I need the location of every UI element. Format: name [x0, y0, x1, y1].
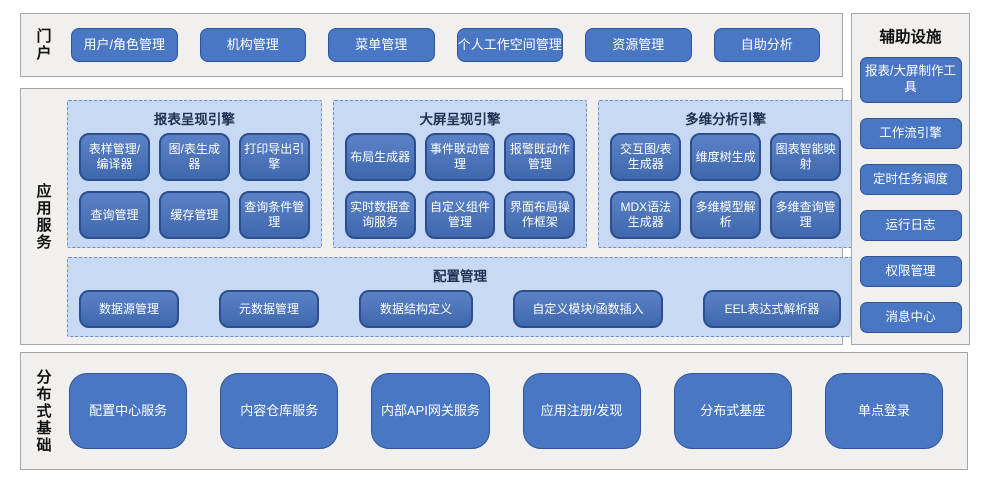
report-engine-title: 报表呈现引擎 [153, 112, 235, 127]
engine-panels: 报表呈现引擎 表样管理/编译器 图/表生成器 打印导出引擎 查询管理 缓存管理 … [67, 100, 854, 248]
portal-node-org-mgmt: 机构管理 [199, 28, 306, 62]
config-node-datasource-mgmt: 数据源管理 [79, 290, 179, 328]
app-services-section-label: 应用服务 [34, 182, 52, 251]
engine-node-cache-mgmt: 缓存管理 [158, 191, 230, 239]
config-mgmt-panel: 配置管理 数据源管理 元数据管理 数据结构定义 自定义模块/函数插入 EEL表达… [67, 257, 853, 337]
engine-node-print-export-engine: 打印导出引擎 [238, 133, 310, 181]
bigscreen-engine-grid: 布局生成器 事件联动管理 报警既动作管理 实时数据查询服务 自定义组件管理 界面… [344, 133, 576, 239]
engine-node-query-condition-mgmt: 查询条件管理 [238, 191, 310, 239]
portal-node-row: 用户/角色管理 机构管理 菜单管理 个人工作空间管理 资源管理 自助分析 [65, 14, 842, 76]
aux-node-workflow-engine: 工作流引擎 [859, 118, 962, 149]
olap-engine-title: 多维分析引擎 [685, 112, 767, 127]
bigscreen-engine-title: 大屏呈现引擎 [419, 112, 501, 127]
foundation-node-sso: 单点登录 [824, 373, 944, 449]
engine-node-multidim-query-mgmt: 多维查询管理 [770, 191, 842, 239]
auxiliary-node-column: 报表/大屏制作工具 工作流引擎 定时任务调度 运行日志 权限管理 消息中心 [859, 57, 962, 333]
bigscreen-engine-panel: 大屏呈现引擎 布局生成器 事件联动管理 报警既动作管理 实时数据查询服务 自定义… [332, 100, 588, 248]
config-node-data-structure-def: 数据结构定义 [359, 290, 473, 328]
foundation-node-config-center: 配置中心服务 [69, 373, 188, 449]
aux-node-scheduled-tasks: 定时任务调度 [859, 164, 962, 195]
engine-node-layout-generator: 布局生成器 [344, 133, 416, 181]
portal-node-menu-mgmt: 菜单管理 [328, 28, 435, 62]
engine-node-mdx-generator: MDX语法生成器 [610, 191, 682, 239]
aux-node-report-bigscreen-tool: 报表/大屏制作工具 [859, 57, 962, 103]
portal-section: 门户 用户/角色管理 机构管理 菜单管理 个人工作空间管理 资源管理 自助分析 [20, 13, 843, 77]
foundation-section-label: 分布式基础 [34, 368, 52, 454]
aux-node-permission-mgmt: 权限管理 [859, 256, 962, 287]
auxiliary-section-title: 辅助设施 [879, 29, 942, 46]
olap-engine-panel: 多维分析引擎 交互图/表生成器 维度树生成 图表智能映射 MDX语法生成器 多维… [598, 100, 854, 248]
portal-node-user-role-mgmt: 用户/角色管理 [71, 28, 178, 62]
report-engine-grid: 表样管理/编译器 图/表生成器 打印导出引擎 查询管理 缓存管理 查询条件管理 [79, 133, 310, 239]
aux-node-message-center: 消息中心 [859, 302, 962, 333]
engine-node-interactive-chart-generator: 交互图/表生成器 [610, 133, 682, 181]
engine-node-style-mgmt-compiler: 表样管理/编译器 [79, 133, 150, 181]
engine-node-ui-layout-framework: 界面布局操作框架 [504, 191, 576, 239]
config-node-metadata-mgmt: 元数据管理 [219, 290, 319, 328]
foundation-section: 分布式基础 配置中心服务 内容仓库服务 内部API网关服务 应用注册/发现 分布… [20, 352, 968, 470]
foundation-node-distributed-base: 分布式基座 [673, 373, 792, 449]
olap-engine-grid: 交互图/表生成器 维度树生成 图表智能映射 MDX语法生成器 多维模型解析 多维… [610, 133, 842, 239]
foundation-node-internal-api-gateway: 内部API网关服务 [371, 373, 490, 449]
config-node-custom-module-function: 自定义模块/函数插入 [513, 290, 663, 328]
config-mgmt-title: 配置管理 [433, 269, 487, 284]
app-services-section: 应用服务 报表呈现引擎 表样管理/编译器 图/表生成器 打印导出引擎 查询管理 … [20, 88, 854, 345]
aux-node-run-logs: 运行日志 [859, 210, 962, 241]
engine-node-event-linkage-mgmt: 事件联动管理 [424, 133, 496, 181]
foundation-node-app-register-discovery: 应用注册/发现 [522, 373, 641, 449]
app-services-content: 报表呈现引擎 表样管理/编译器 图/表生成器 打印导出引擎 查询管理 缓存管理 … [65, 89, 859, 344]
portal-section-label: 门户 [34, 28, 52, 62]
foundation-node-row: 配置中心服务 内容仓库服务 内部API网关服务 应用注册/发现 分布式基座 单点… [65, 353, 967, 469]
portal-node-workspace-mgmt: 个人工作空间管理 [456, 28, 563, 62]
config-node-row: 数据源管理 元数据管理 数据结构定义 自定义模块/函数插入 EEL表达式解析器 [79, 290, 841, 328]
engine-node-multidim-model-parse: 多维模型解析 [690, 191, 762, 239]
engine-node-smart-chart-mapping: 图表智能映射 [770, 133, 842, 181]
portal-node-self-analysis: 自助分析 [713, 28, 820, 62]
auxiliary-section: 辅助设施 报表/大屏制作工具 工作流引擎 定时任务调度 运行日志 权限管理 消息… [851, 13, 970, 345]
engine-node-query-mgmt: 查询管理 [79, 191, 150, 239]
engine-node-chart-table-generator: 图/表生成器 [158, 133, 230, 181]
engine-node-alarm-action-mgmt: 报警既动作管理 [504, 133, 576, 181]
foundation-node-content-repo: 内容仓库服务 [220, 373, 339, 449]
engine-node-custom-component-mgmt: 自定义组件管理 [424, 191, 496, 239]
engine-node-dimension-tree: 维度树生成 [690, 133, 762, 181]
config-node-eel-expression-parser: EEL表达式解析器 [703, 290, 841, 328]
portal-node-resource-mgmt: 资源管理 [585, 28, 692, 62]
engine-node-realtime-data-query: 实时数据查询服务 [344, 191, 416, 239]
report-engine-panel: 报表呈现引擎 表样管理/编译器 图/表生成器 打印导出引擎 查询管理 缓存管理 … [67, 100, 322, 248]
